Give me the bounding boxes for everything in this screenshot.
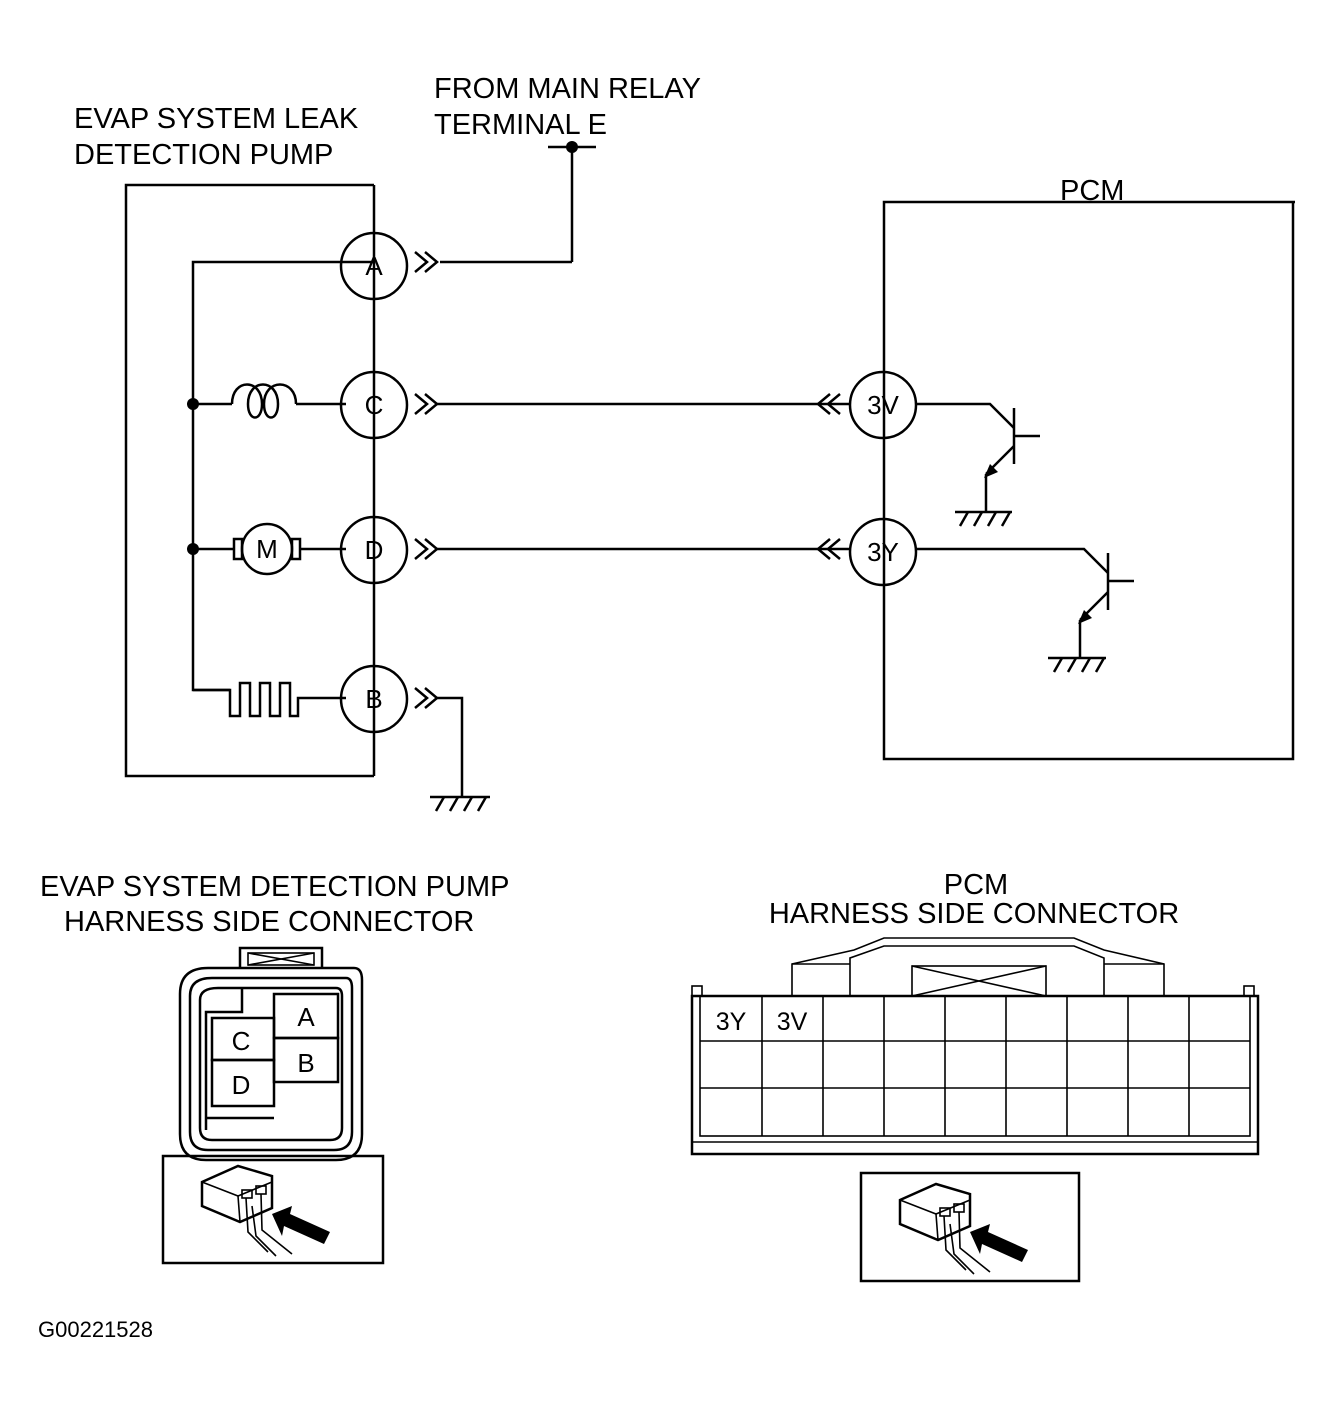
pump-connector-cell-c: C: [232, 1026, 251, 1056]
pump-label-line1: EVAP SYSTEM LEAK: [74, 103, 359, 135]
pump-terminal-d: D: [339, 515, 439, 585]
main-relay-label-line2: TERMINAL E: [434, 109, 607, 141]
pump-motor-icon: [193, 522, 346, 576]
pcm-connector-cell-3y: 3Y: [716, 1008, 747, 1036]
pump-label-line2: DETECTION PUMP: [74, 139, 333, 171]
pcm-connector-label-line1: PCM: [944, 869, 1008, 901]
svg-text:A: A: [365, 251, 383, 281]
pump-connector-cell-a: A: [297, 1002, 315, 1032]
figure-id: G00221528: [38, 1317, 153, 1342]
solenoid-coil-icon: [193, 383, 346, 419]
pcm-box: [882, 200, 1295, 761]
pump-terminal-c: C: [339, 370, 439, 440]
pcm-transistor-3y-icon: [916, 547, 1134, 673]
pump-terminal-a: A: [339, 231, 439, 301]
pcm-terminal-3y: 3Y: [816, 517, 918, 587]
main-relay-feed: [440, 141, 596, 264]
pcm-transistor-3v-icon: [916, 402, 1040, 527]
pump-connector-view-direction-icon: [161, 1154, 385, 1265]
pump-connector-label-line1: EVAP SYSTEM DETECTION PUMP: [40, 871, 509, 903]
pcm-connector-label-line2: HARNESS SIDE CONNECTOR: [769, 898, 1179, 930]
pump-terminal-b: B: [339, 664, 439, 734]
svg-text:B: B: [365, 684, 382, 714]
pcm-harness-connector: [690, 937, 1260, 1156]
pump-connector-cell-b: B: [297, 1048, 314, 1078]
pcm-connector-view-direction-icon: [859, 1171, 1081, 1283]
pump-connector-cell-d: D: [232, 1070, 251, 1100]
motor-symbol-label: M: [256, 534, 278, 564]
main-relay-label-line1: FROM MAIN RELAY: [434, 73, 701, 105]
svg-text:3V: 3V: [867, 390, 899, 420]
svg-text:3Y: 3Y: [867, 537, 899, 567]
svg-text:D: D: [365, 535, 384, 565]
pump-harness-connector: [178, 946, 364, 1162]
svg-text:C: C: [365, 390, 384, 420]
heater-element-icon: [193, 681, 346, 718]
pcm-connector-cell-3v: 3V: [777, 1008, 808, 1036]
pump-ground-icon: [430, 696, 490, 812]
pump-connector-label-line2: HARNESS SIDE CONNECTOR: [64, 906, 474, 938]
